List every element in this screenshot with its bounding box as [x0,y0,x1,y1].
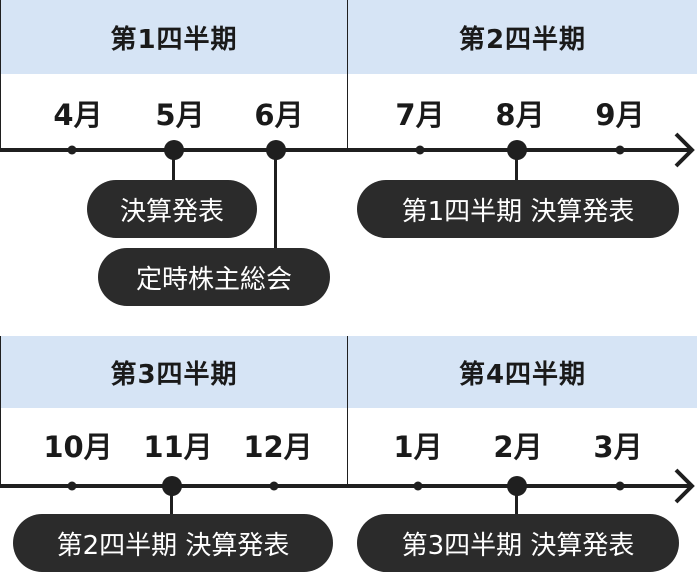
quarter-header-q4: 第4四半期 [348,336,697,408]
quarter-header-q3: 第3四半期 [1,336,347,408]
quarter-header-q2: 第2四半期 [348,0,697,74]
event-pill: 決算発表 [87,180,257,238]
quarter-box-q2: 第2四半期 [347,0,697,148]
month-tick [67,481,77,491]
event-pill: 第1四半期 決算発表 [357,180,679,238]
timeline-axis [0,468,695,504]
month-tick [615,145,625,155]
month-label: 4月 [53,98,103,132]
connector [170,486,173,514]
connector [172,150,175,180]
month-label: 5月 [155,98,205,132]
month-tick [413,481,423,491]
month-label: 6月 [254,98,304,132]
arrow-head-icon [674,132,695,168]
connector [515,150,518,180]
event-pill: 定時株主総会 [98,248,330,306]
connector [274,150,277,250]
quarter-box-q4: 第4四半期 [347,336,697,484]
month-label: 9月 [595,98,645,132]
month-tick [415,145,425,155]
arrow-head-icon [674,468,695,504]
connector [515,486,518,514]
month-label: 11月 [143,430,213,464]
month-label: 3月 [593,430,643,464]
event-pill: 第3四半期 決算発表 [357,514,679,572]
timeline-axis [0,132,695,168]
month-label: 12月 [243,430,313,464]
timeline-row-1: 第1四半期 第2四半期 4月 5月 6月 7月 8月 9月 決算発表 定時株主総… [0,0,697,306]
event-pill: 第2四半期 決算発表 [13,514,333,572]
timeline-row-2: 第3四半期 第4四半期 10月 11月 12月 1月 2月 3月 第2四半期 決… [0,336,697,584]
quarter-header-q1: 第1四半期 [1,0,347,74]
month-tick [67,145,77,155]
quarter-box-q3: 第3四半期 [0,336,347,484]
month-label: 2月 [493,430,543,464]
month-label: 8月 [495,98,545,132]
month-label: 1月 [393,430,443,464]
month-tick [269,481,279,491]
month-label: 7月 [395,98,445,132]
month-tick [615,481,625,491]
quarter-box-q1: 第1四半期 [0,0,347,148]
month-label: 10月 [43,430,113,464]
